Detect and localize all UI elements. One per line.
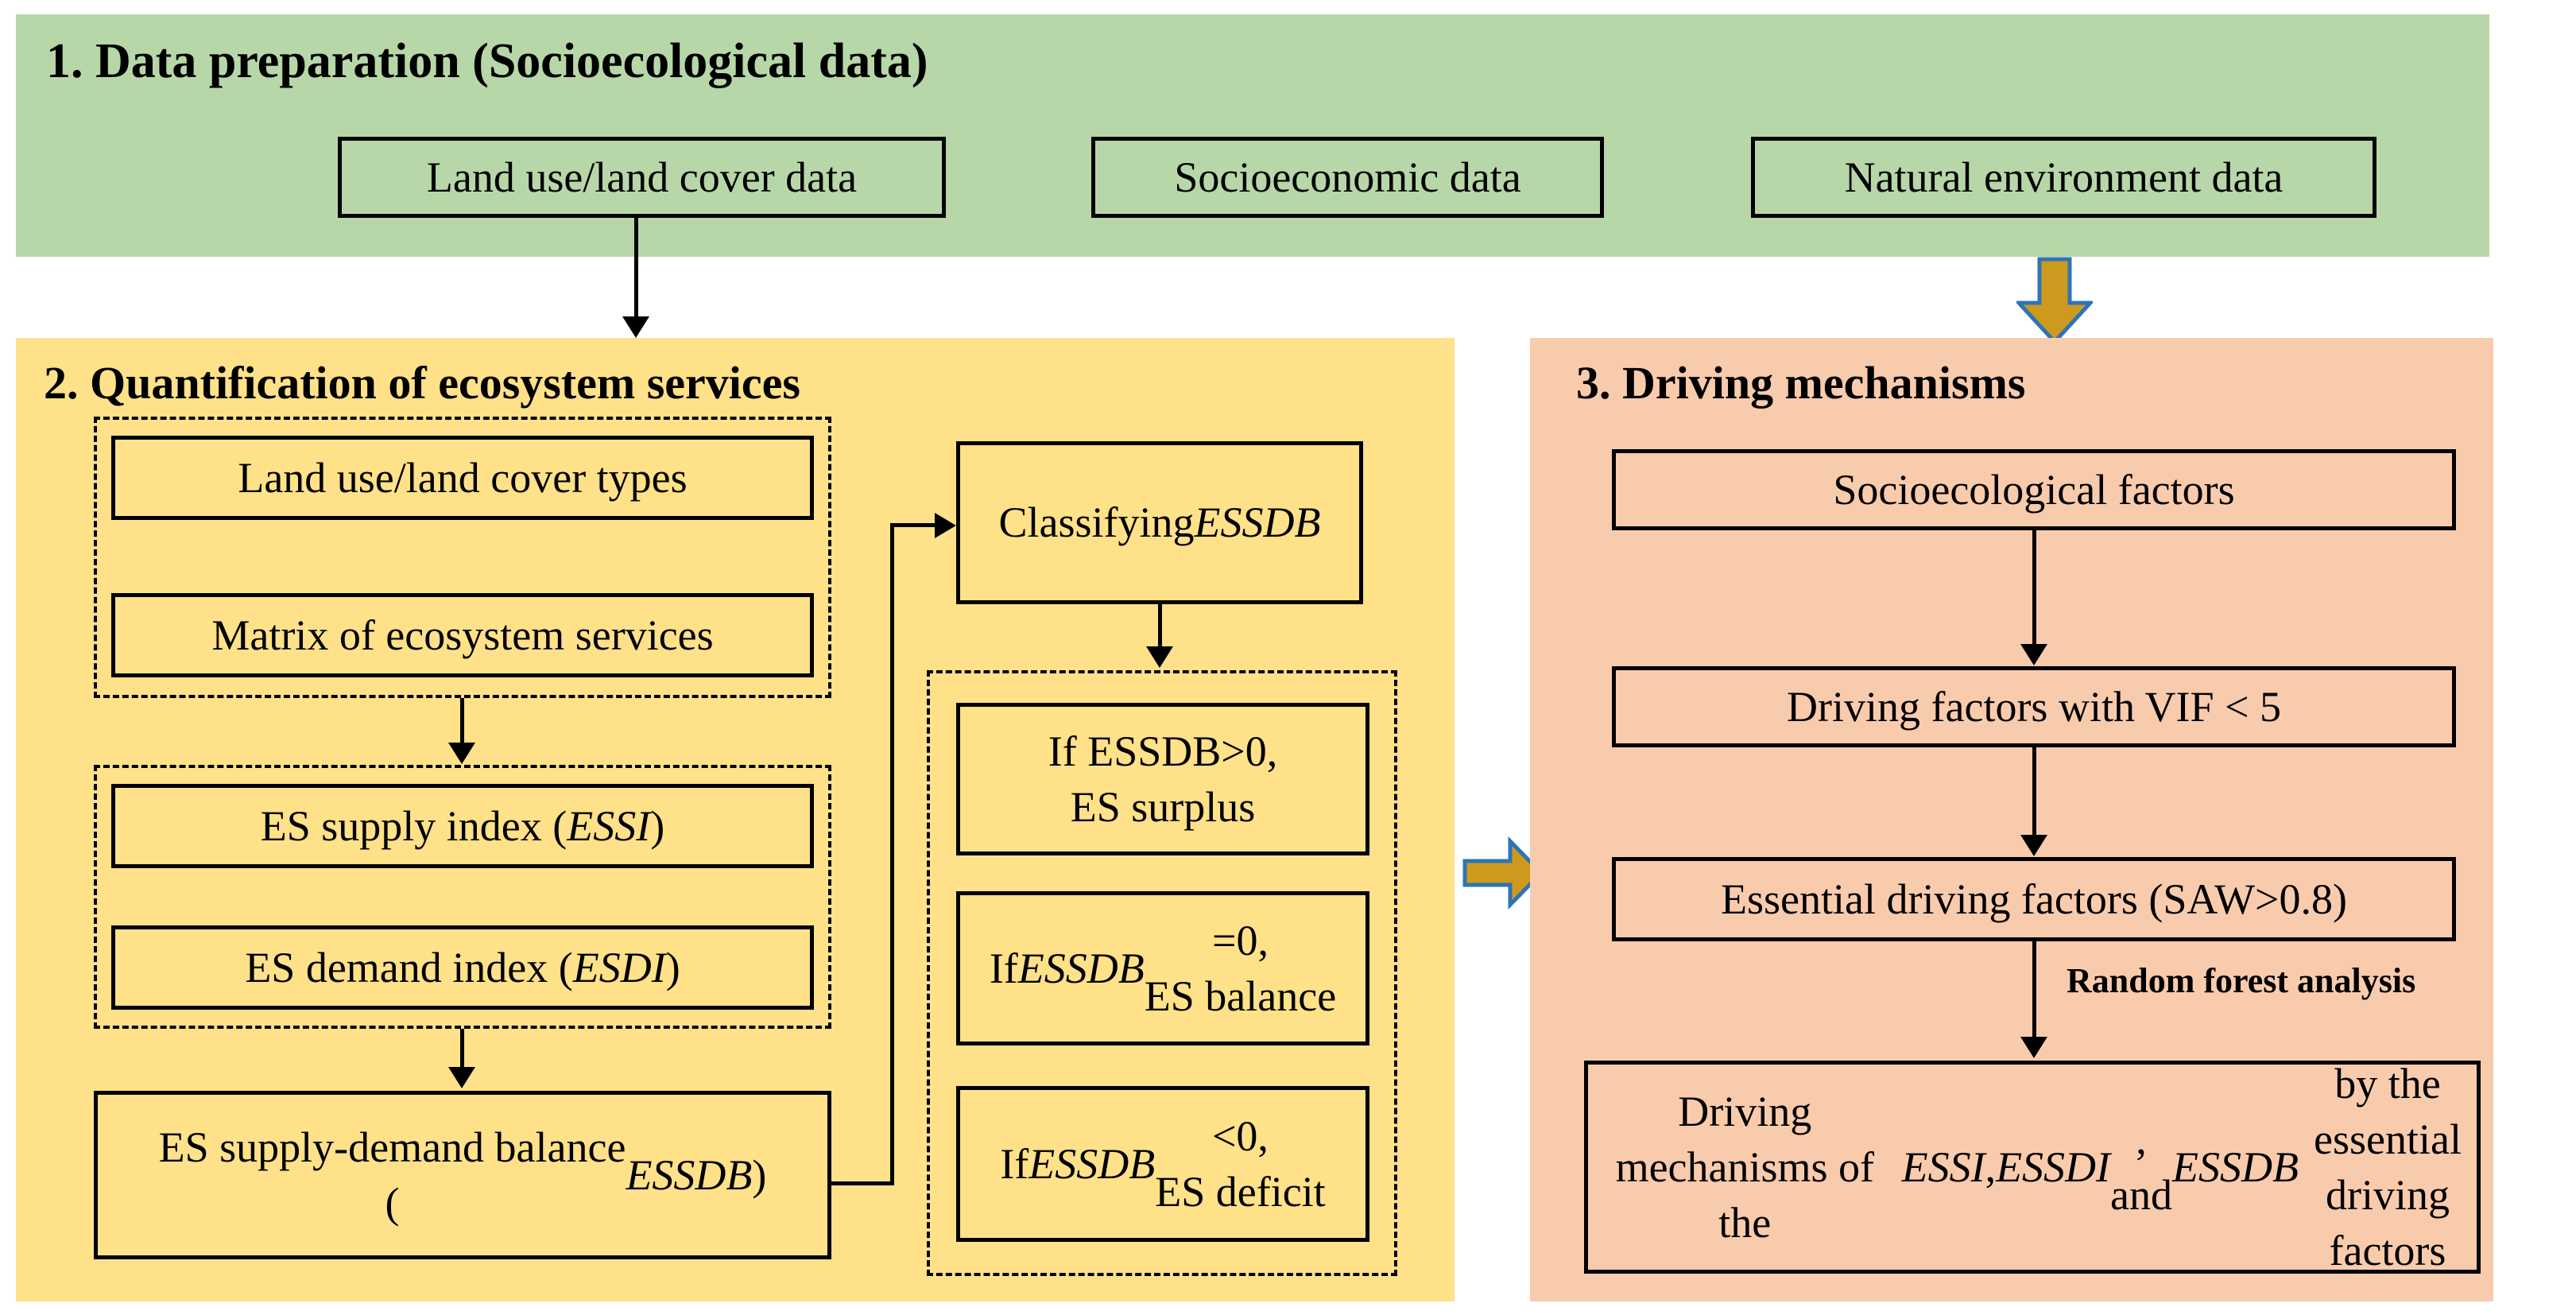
box-es-surplus: If ESSDB>0, ES surplus: [956, 703, 1369, 855]
section-driving-mechanisms: [1530, 338, 2493, 1301]
random-forest-analysis-label: Random forest analysis: [2067, 961, 2416, 1000]
arrowhead-down-icon: [1146, 646, 1173, 668]
section-2-title: 2. Quantification of ecosystem services: [44, 357, 800, 409]
arrowhead-down-icon: [2020, 835, 2047, 856]
arrow-line: [1158, 604, 1162, 648]
arrow-line: [460, 1029, 464, 1069]
arrowhead-right-icon: [935, 513, 956, 538]
box-es-deficit: If ESSDB<0, ES deficit: [956, 1086, 1369, 1242]
box-socioecological-factors: Socioecological factors: [1612, 449, 2456, 530]
box-driving-factors-vif: Driving factors with VIF < 5: [1612, 666, 2456, 747]
arrowhead-down-icon: [448, 1067, 475, 1088]
arrowhead-down-icon: [448, 743, 475, 764]
arrow-line: [2032, 747, 2036, 836]
box-es-supply-demand-balance: ES supply-demand balance (ESSDB): [94, 1091, 831, 1259]
arrow-line: [634, 218, 638, 318]
section-quantification: [16, 338, 1455, 1301]
section-1-title: 1. Data preparation (Socioecological dat…: [46, 34, 928, 88]
connector-segment: [890, 523, 894, 1185]
box-natural-environment-data: Natural environment data: [1751, 137, 2377, 218]
box-essential-driving-factors: Essential driving factors (SAW>0.8): [1612, 857, 2456, 941]
arrow-line: [2032, 941, 2036, 1038]
box-es-demand-index: ES demand index (ESDI): [111, 925, 814, 1010]
gold-right-arrow-icon: [1462, 836, 1544, 910]
box-matrix-ecosystem-services: Matrix of ecosystem services: [111, 593, 814, 677]
arrow-line: [2032, 530, 2036, 646]
gold-down-arrow-icon: [2016, 257, 2093, 344]
box-land-use-land-cover-data: Land use/land cover data: [338, 137, 946, 218]
arrow-line: [460, 698, 464, 744]
dashed-group-conditions: [927, 670, 1397, 1276]
box-lulc-types: Land use/land cover types: [111, 436, 814, 520]
section-3-title: 3. Driving mechanisms: [1576, 357, 2026, 409]
dashed-group-lulc-matrix: [94, 417, 831, 698]
connector-segment: [893, 523, 935, 527]
box-es-balance: If ESSDB=0, ES balance: [956, 891, 1369, 1045]
connector-segment: [831, 1181, 893, 1185]
box-es-supply-index: ES supply index (ESSI): [111, 784, 814, 868]
arrowhead-down-icon: [2020, 644, 2047, 665]
arrowhead-down-icon: [2020, 1037, 2047, 1058]
arrowhead-down-icon: [622, 316, 649, 338]
box-driving-mechanisms-result: Driving mechanisms of the ESSI, ESSDI, a…: [1584, 1060, 2481, 1274]
box-socioeconomic-data: Socioeconomic data: [1091, 137, 1604, 218]
box-classifying-essdb: Classifying ESSDB: [956, 441, 1363, 604]
dashed-group-supply-demand: [94, 765, 831, 1029]
